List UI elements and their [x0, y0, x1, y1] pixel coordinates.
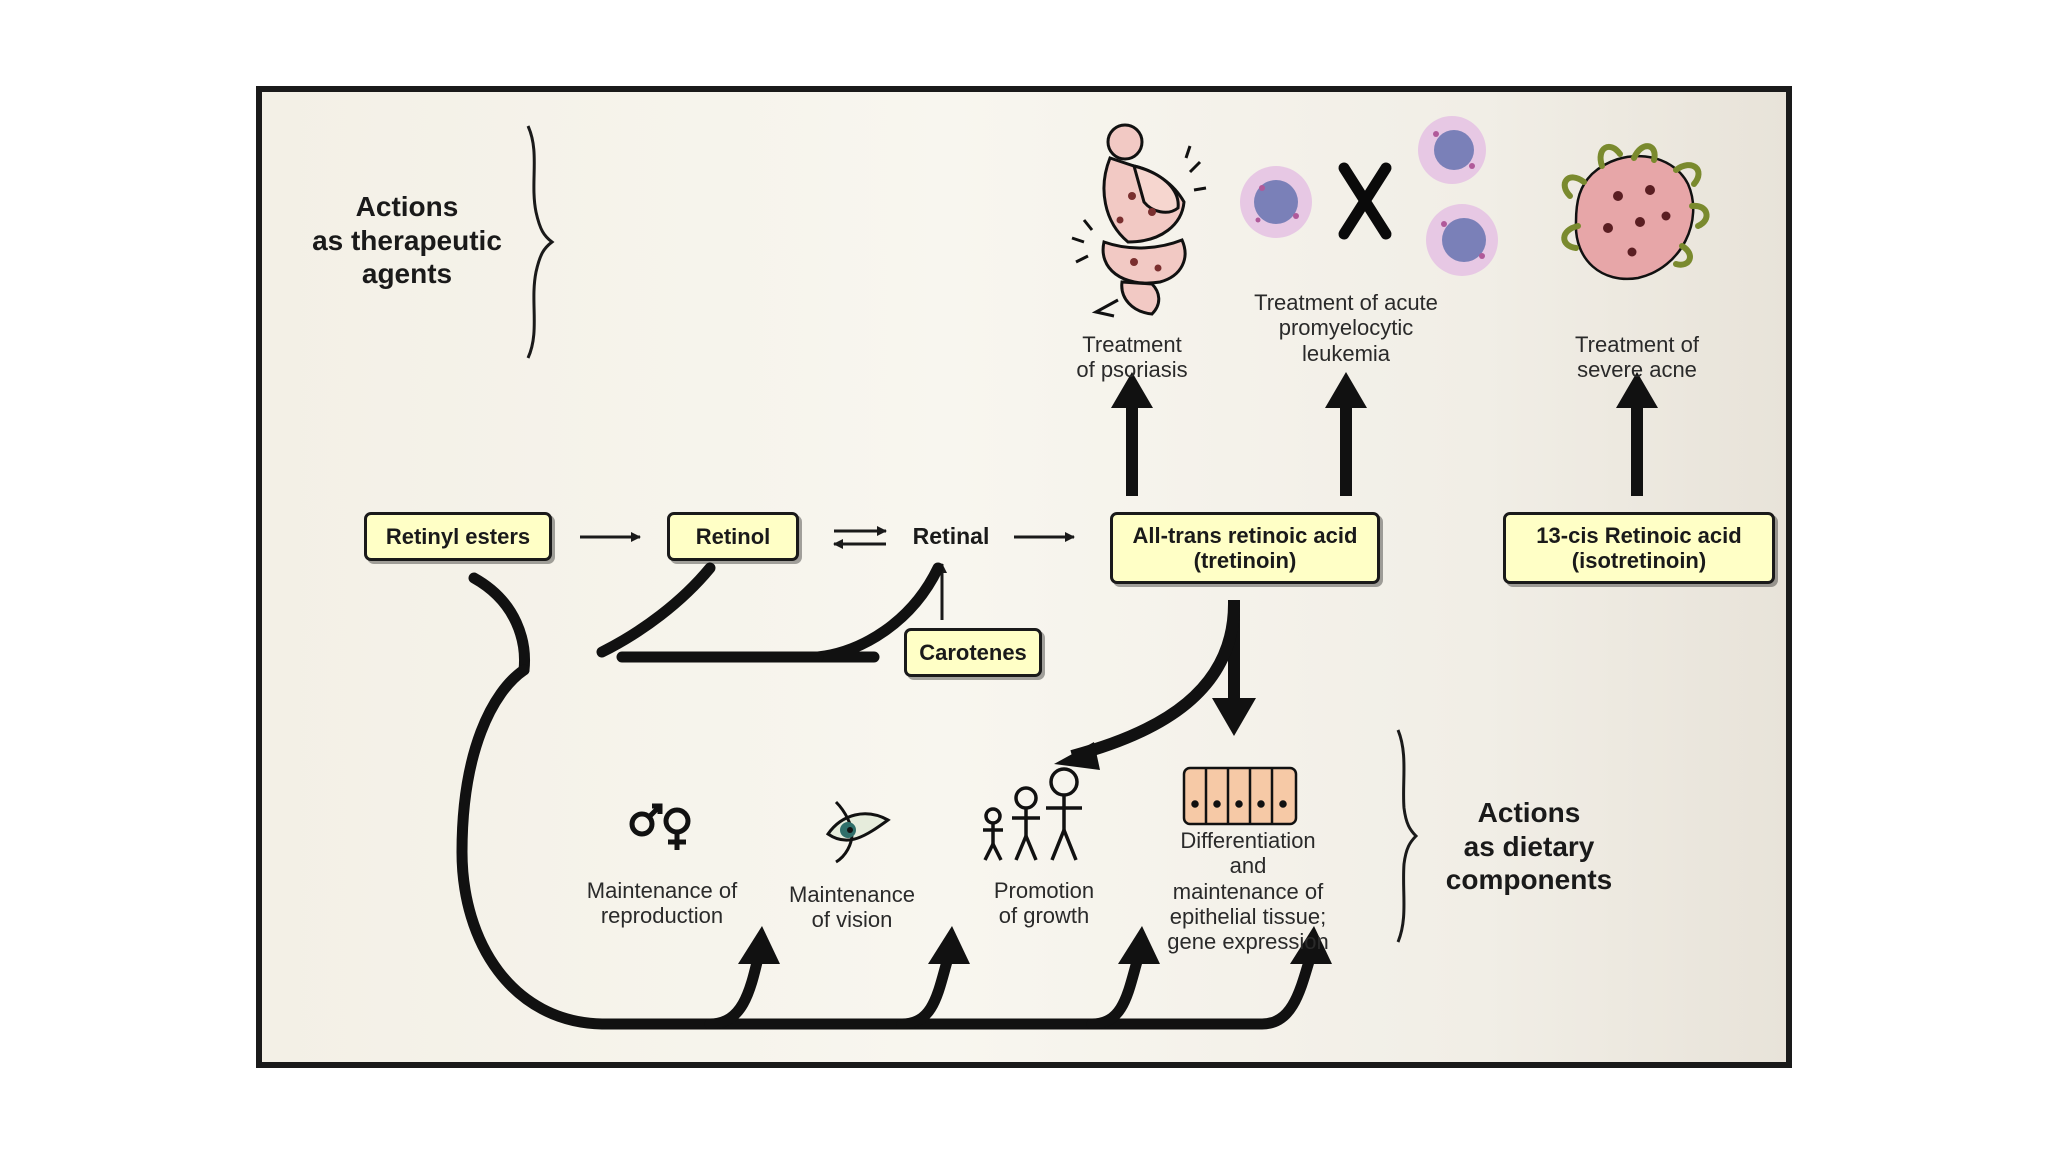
- retinyl-esters-box: Retinyl esters: [364, 512, 552, 561]
- thick-arrow-psoriasis: [1111, 372, 1153, 496]
- retinal-label: Retinal: [912, 523, 990, 549]
- brace-therapeutic: [526, 125, 555, 359]
- all-trans-retinoic-acid-box: All-trans retinoic acid (tretinoin): [1110, 512, 1380, 584]
- epithelium-cells-icon: [1182, 766, 1298, 826]
- sex-symbols-icon: [629, 803, 691, 850]
- arrowhead-vision: [928, 926, 970, 964]
- caption-leukemia: Treatment of acute promyelocytic leukemi…: [1254, 290, 1438, 366]
- arrowhead-epithelial: [1290, 926, 1332, 964]
- family-icon: [983, 767, 1082, 861]
- 13-cis-retinoic-acid-label: 13-cis Retinoic acid (isotretinoin): [1536, 522, 1742, 573]
- arrowhead-growth: [1118, 926, 1160, 964]
- acne-skin-icon: [1561, 143, 1710, 281]
- leukemia-cells-icon: [1240, 116, 1498, 276]
- caption-growth: Promotion of growth: [993, 878, 1095, 929]
- 13-cis-retinoic-acid-box: 13-cis Retinoic acid (isotretinoin): [1503, 512, 1775, 584]
- thick-arrow-acne: [1616, 372, 1658, 496]
- psoriasis-figure-icon: [1071, 123, 1207, 318]
- thick-arrow-leukemia: [1325, 372, 1367, 496]
- brace-dietary: [1396, 729, 1419, 943]
- heading-dietary: Actions as dietary components: [1445, 797, 1613, 896]
- diagram-graphics: [456, 116, 1710, 1030]
- heading-therapeutic: Actions as therapeutic agents: [312, 191, 502, 290]
- dietary-feeder-lines: [456, 562, 1316, 1030]
- caption-acne: Treatment of severe acne: [1575, 332, 1699, 383]
- caption-psoriasis: Treatment of psoriasis: [1076, 332, 1188, 383]
- caption-epithelial: Differentiation and maintenance of epith…: [1167, 828, 1329, 955]
- retinoid-diagram: Actions as therapeutic agents Actions as…: [256, 86, 1792, 1068]
- eye-icon: [825, 800, 891, 864]
- all-trans-retinoic-acid-label: All-trans retinoic acid (tretinoin): [1132, 522, 1358, 573]
- caption-vision: Maintenance of vision: [789, 882, 915, 933]
- retinol-box: Retinol: [667, 512, 799, 561]
- carotenes-label: Carotenes: [919, 639, 1027, 665]
- retinol-label: Retinol: [695, 523, 771, 549]
- caption-reproduction: Maintenance of reproduction: [586, 878, 738, 929]
- thick-arrow-tretinoin-growth: [1054, 603, 1240, 770]
- arrowhead-reproduction: [738, 926, 780, 964]
- retinyl-esters-label: Retinyl esters: [385, 523, 531, 549]
- carotenes-box: Carotenes: [904, 628, 1042, 677]
